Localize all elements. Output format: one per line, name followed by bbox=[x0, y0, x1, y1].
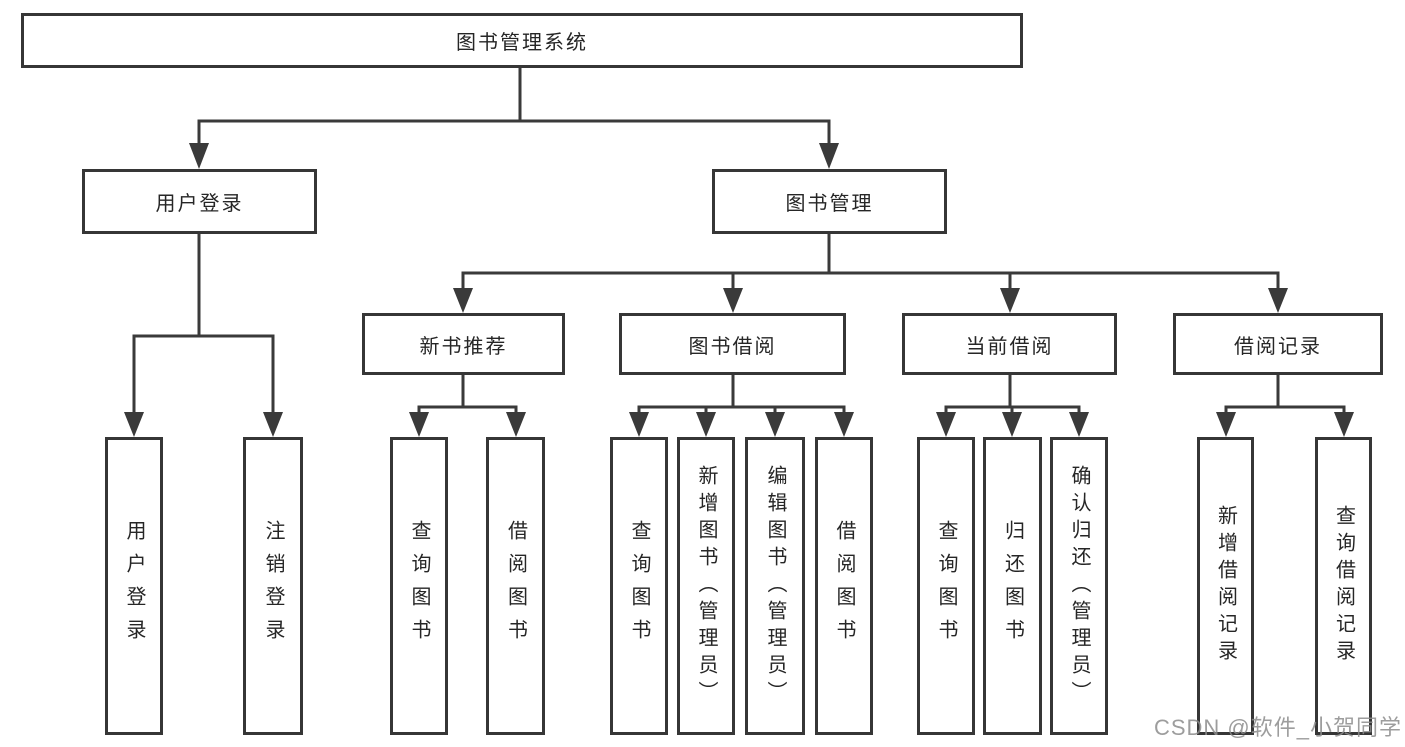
node-leaf-query-borrow-record: 查询借阅记录 bbox=[1315, 437, 1372, 735]
node-label: 用户登录 bbox=[123, 520, 145, 652]
node-leaf-add-book-admin: 新增图书（管理员） bbox=[677, 437, 735, 735]
node-leaf-edit-book-admin: 编辑图书（管理员） bbox=[745, 437, 805, 735]
node-label: 图书借阅 bbox=[688, 335, 777, 358]
node-label: 借阅图书 bbox=[833, 520, 855, 652]
node-leaf-add-borrow-record: 新增借阅记录 bbox=[1197, 437, 1254, 735]
node-borrowing-records: 借阅记录 bbox=[1173, 313, 1383, 375]
node-label: 借阅记录 bbox=[1234, 335, 1322, 358]
node-label: 图书管理系统 bbox=[456, 32, 588, 54]
node-label: 查询图书 bbox=[408, 520, 430, 652]
node-label: 当前借阅 bbox=[965, 335, 1054, 358]
node-label: 图书管理 bbox=[785, 193, 874, 215]
node-leaf-query-books-rec: 查询图书 bbox=[390, 437, 448, 735]
node-label: 新书推荐 bbox=[419, 335, 508, 358]
node-library-management-system: 图书管理系统 bbox=[21, 13, 1023, 68]
node-leaf-return-book: 归还图书 bbox=[983, 437, 1042, 735]
node-label: 新增图书（管理员） bbox=[695, 464, 717, 708]
node-current-borrowing: 当前借阅 bbox=[902, 313, 1117, 375]
node-book-borrowing: 图书借阅 bbox=[619, 313, 846, 375]
node-label: 查询图书 bbox=[935, 520, 957, 652]
node-label: 编辑图书（管理员） bbox=[764, 464, 786, 708]
node-leaf-user-login: 用户登录 bbox=[105, 437, 163, 735]
node-label: 查询借阅记录 bbox=[1332, 505, 1355, 667]
node-leaf-borrow-books-borrow: 借阅图书 bbox=[815, 437, 873, 735]
node-leaf-query-books-current: 查询图书 bbox=[917, 437, 975, 735]
node-label: 新增借阅记录 bbox=[1214, 505, 1237, 667]
csdn-watermark: CSDN @软件_小贺同学 bbox=[1153, 715, 1402, 740]
node-user-login: 用户登录 bbox=[82, 169, 317, 234]
node-leaf-confirm-return-admin: 确认归还（管理员） bbox=[1050, 437, 1108, 735]
node-leaf-borrow-books-rec: 借阅图书 bbox=[486, 437, 545, 735]
node-label: 注销登录 bbox=[262, 520, 284, 652]
node-label: 确认归还（管理员） bbox=[1068, 464, 1090, 708]
node-new-book-recommendation: 新书推荐 bbox=[362, 313, 565, 375]
node-leaf-query-books-borrow: 查询图书 bbox=[610, 437, 668, 735]
node-label: 借阅图书 bbox=[504, 520, 527, 652]
node-leaf-logout: 注销登录 bbox=[243, 437, 303, 735]
node-book-management: 图书管理 bbox=[712, 169, 947, 234]
node-label: 归还图书 bbox=[1001, 520, 1024, 652]
node-label: 用户登录 bbox=[155, 193, 244, 215]
node-label: 查询图书 bbox=[628, 520, 650, 652]
